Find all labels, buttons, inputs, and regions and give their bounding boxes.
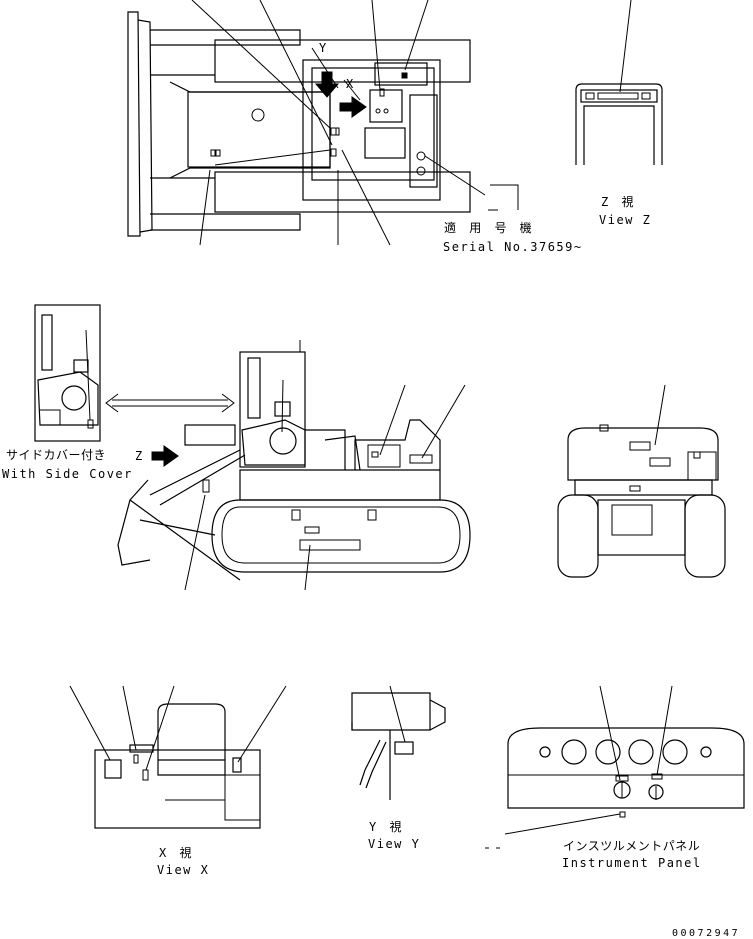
- arrow-down-icon: [314, 71, 340, 98]
- view-z-drawing: [575, 0, 663, 165]
- side-view: [117, 340, 471, 591]
- side-cover-label-en: With Side Cover: [2, 467, 133, 481]
- view-x-label-en: View X: [157, 863, 209, 877]
- view-letter-y-top: Y: [319, 41, 328, 55]
- view-z-label-en: View Z: [599, 213, 651, 227]
- arrow-right-side-icon: [151, 445, 179, 467]
- view-z-label-jp: Z 視: [601, 194, 636, 209]
- side-cover-detail: [34, 304, 101, 442]
- document-id: 00072947: [672, 928, 740, 939]
- serial-label-jp: 適 用 号 機: [444, 220, 535, 235]
- view-y-drawing: [351, 685, 446, 800]
- arrow-right-icon: [339, 96, 367, 118]
- view-y-label-jp: Y 視: [369, 819, 404, 834]
- rear-view: [557, 384, 726, 578]
- view-letter-x-top: X: [346, 77, 355, 91]
- view-x-label-jp: X 視: [159, 845, 194, 860]
- view-letter-z-side: Z: [135, 449, 144, 463]
- double-arrow-icon: [105, 393, 235, 413]
- instrument-panel-drawing: [485, 685, 745, 849]
- panel-label-en: Instrument Panel: [562, 856, 702, 870]
- panel-label-jp: インスツルメントパネル: [563, 839, 700, 853]
- view-y-label-en: View Y: [368, 837, 420, 851]
- serial-label-en: Serial No.37659~: [443, 240, 583, 254]
- view-x-drawing: [69, 685, 287, 829]
- top-view: [127, 0, 519, 246]
- side-cover-label-jp: サイドカバー付き: [6, 448, 106, 462]
